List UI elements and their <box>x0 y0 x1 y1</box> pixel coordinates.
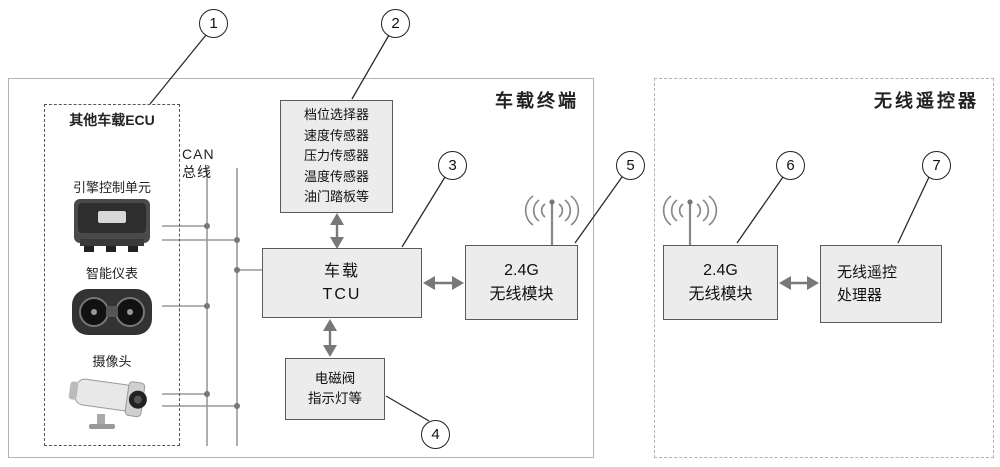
tcu-box: 车载 TCU <box>262 248 422 318</box>
tcu-line2: TCU <box>322 286 362 303</box>
sensor-line: 压力传感器 <box>303 148 369 164</box>
callout-5: 5 <box>616 151 645 180</box>
vehicle-terminal-panel: 车载终端 <box>8 78 594 458</box>
engine-ecu-image <box>74 199 150 252</box>
actuator-line1: 电磁阀 <box>314 371 356 386</box>
can-bus-label: CAN总线 <box>182 146 215 180</box>
other-ecu-group-label: 其他车载ECU <box>69 112 155 128</box>
callout-3: 3 <box>438 151 467 180</box>
wireless-remote-line2: 无线模块 <box>688 285 753 303</box>
sensor-line: 油门踏板等 <box>303 189 369 205</box>
callout-7: 7 <box>922 151 951 180</box>
actuator-box: 电磁阀 指示灯等 <box>285 358 385 420</box>
wireless-remote-panel: 无线遥控器 <box>654 78 994 458</box>
processor-line2: 处理器 <box>837 287 883 304</box>
camera-label: 摄像头 <box>92 354 132 369</box>
wireless-module-terminal-box: 2.4G 无线模块 <box>465 245 578 320</box>
smart-dashboard-image <box>72 289 152 335</box>
callout-6: 6 <box>776 151 805 180</box>
wireless-remote-title: 无线遥控器 <box>874 91 979 111</box>
smart-dashboard-label: 智能仪表 <box>85 266 138 281</box>
callout-2: 2 <box>381 9 410 38</box>
wireless-terminal-line2: 无线模块 <box>489 285 554 303</box>
sensor-line: 速度传感器 <box>303 127 369 143</box>
wireless-remote-line1: 2.4G <box>703 261 738 279</box>
camera-image <box>68 378 147 429</box>
sensor-line: 档位选择器 <box>303 107 369 123</box>
callout-4: 4 <box>421 420 450 449</box>
engine-ecu-label: 引擎控制单元 <box>72 180 151 195</box>
wireless-module-remote-box: 2.4G 无线模块 <box>663 245 778 320</box>
actuator-line2: 指示灯等 <box>308 391 362 406</box>
processor-line1: 无线遥控 <box>837 264 898 281</box>
sensor-line: 温度传感器 <box>303 168 369 184</box>
wireless-terminal-line1: 2.4G <box>504 261 539 279</box>
remote-processor-box: 无线遥控 处理器 <box>820 245 942 323</box>
callout-1: 1 <box>199 9 228 38</box>
vehicle-terminal-title: 车载终端 <box>495 91 579 111</box>
sensors-box: 档位选择器 速度传感器 压力传感器 温度传感器 油门踏板等 <box>280 100 393 213</box>
tcu-line1: 车载 <box>323 263 360 280</box>
other-ecu-group: 其他车载ECU 引擎控制单元 智能仪表 摄像头 <box>44 104 180 446</box>
